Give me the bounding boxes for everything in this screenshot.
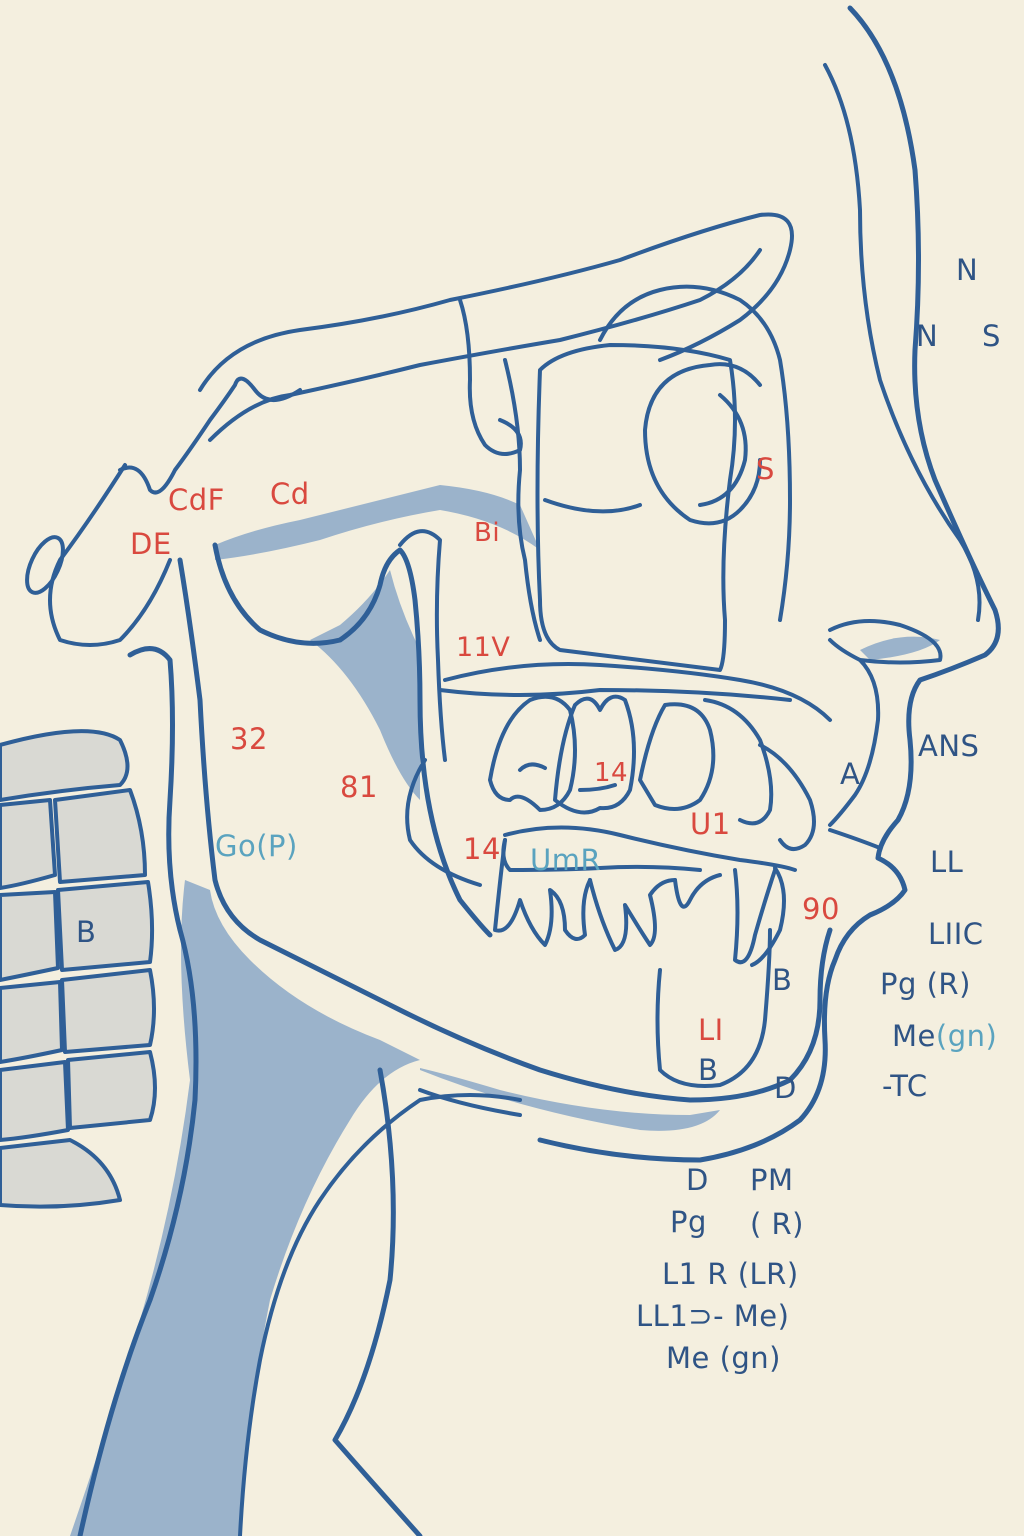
label-pg-bottom: Pg (670, 1205, 707, 1239)
label-n-left: N (916, 319, 939, 353)
label-go: Go(P) (215, 832, 298, 861)
label-b-vertebra: B (76, 915, 97, 949)
hyoid (418, 1088, 522, 1117)
nose-ala (828, 619, 943, 665)
cranial-base-lower (208, 248, 762, 442)
label-n-top: N (956, 253, 979, 287)
upper-lip (828, 658, 881, 827)
label-tc: -TC (882, 1069, 928, 1103)
mandible-border (177, 557, 833, 1103)
label-s-orbit: S (756, 452, 775, 486)
upper-teeth (488, 694, 816, 851)
label-32: 32 (230, 722, 268, 756)
label-b-lower: B (698, 1053, 719, 1087)
label-14-lower: 14 (463, 832, 501, 866)
airway-shading (70, 880, 420, 1536)
label-li: LI (698, 1013, 724, 1047)
label-d-chin: D (774, 1071, 797, 1105)
orbit-inner (698, 393, 748, 507)
ear-canal (25, 535, 65, 595)
label-u1: U1 (690, 807, 731, 841)
lower-lip (828, 828, 882, 850)
condyle-shading (215, 485, 540, 560)
label-a: A (840, 757, 861, 791)
soft-tissue-profile (537, 5, 1001, 1163)
nose-dorsum (823, 63, 982, 622)
mandibular-canal (405, 758, 482, 887)
label-14-upper: 14 (594, 758, 629, 788)
palatal-plane (438, 688, 792, 702)
ramus-shading (310, 570, 420, 800)
label-ans: ANS (918, 729, 980, 763)
sella-area (458, 298, 523, 456)
label-b-chin: B (772, 963, 793, 997)
nostril-shading (860, 636, 940, 660)
label-umr: UmR (530, 843, 602, 877)
cranial-base-upper (198, 212, 794, 392)
lower-teeth (493, 825, 797, 967)
sinus-floor (543, 498, 642, 514)
label-me-bottom: Me (gn) (666, 1341, 781, 1375)
label-90: 90 (802, 892, 840, 926)
zygoma (598, 284, 792, 622)
anterior-neck (332, 1067, 423, 1536)
mandible-outline (212, 542, 493, 938)
label-go-text: Go (215, 829, 257, 863)
label-cdf: CdF (168, 483, 225, 517)
label-me-text: Me (892, 1019, 936, 1053)
label-s-right: S (982, 319, 1001, 353)
label-r-bottom: ( R) (750, 1207, 804, 1241)
label-me: Me(gn) (892, 1022, 997, 1051)
pterygomaxillary (503, 358, 542, 642)
label-bi: Bi (474, 518, 501, 548)
label-go-p: (P) (256, 829, 298, 863)
label-liic: LIIC (928, 917, 984, 951)
clivus (118, 376, 302, 495)
occipital (48, 463, 172, 647)
posterior-pharynx (77, 646, 199, 1536)
label-me-gn: (gn) (935, 1019, 998, 1053)
ramus-inner (398, 529, 447, 762)
orbit (643, 362, 762, 526)
label-l1r-lr: L1 R (LR) (662, 1257, 799, 1291)
chin-shading (420, 1068, 720, 1131)
cervical-vertebrae (0, 729, 157, 1209)
label-ll1-me: LL1⊃- Me) (636, 1299, 790, 1333)
label-ll: LL (930, 845, 964, 879)
palate (443, 662, 832, 722)
label-cd: Cd (270, 477, 310, 511)
maxillary-sinus (535, 343, 737, 672)
label-11v: 11V (456, 632, 511, 663)
label-81: 81 (340, 770, 378, 804)
symphysis (655, 928, 772, 1088)
label-pm: PM (750, 1163, 794, 1197)
label-pg-r: Pg (R) (880, 967, 971, 1001)
label-de: DE (130, 527, 172, 561)
label-d-bottom: D (686, 1163, 709, 1197)
